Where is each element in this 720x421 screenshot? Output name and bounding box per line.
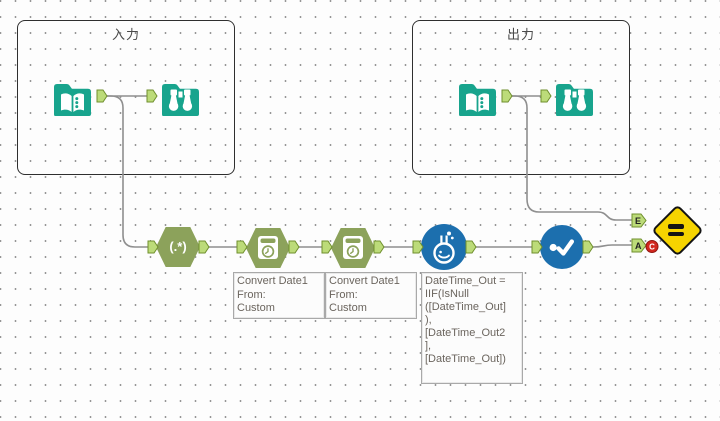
- container-output-label: 出力: [506, 27, 535, 42]
- annotation-datetime-2[interactable]: Convert Date1 From: Custom: [325, 272, 417, 319]
- tool-formula[interactable]: [421, 224, 467, 270]
- tool-datetime-2[interactable]: [331, 228, 375, 268]
- input-anchor[interactable]: [540, 89, 552, 103]
- wire-input-to-regex[interactable]: [107, 95, 148, 248]
- expected-anchor-label: E: [635, 216, 641, 226]
- annotation-line: ),: [425, 314, 432, 326]
- annotation-datetime-1[interactable]: Convert Date1 From: Custom: [233, 272, 325, 319]
- annotation-line: From:: [329, 288, 358, 301]
- wire-output-to-expected[interactable]: [512, 95, 632, 221]
- annotation-line: ([DateTime_Out]: [425, 301, 506, 313]
- input-anchor[interactable]: [236, 240, 248, 254]
- output-anchor[interactable]: [373, 240, 385, 254]
- annotation-line: Convert Date1: [329, 275, 400, 287]
- tool-regex[interactable]: (.*): [156, 227, 200, 267]
- tool-browse-1[interactable]: [158, 73, 203, 123]
- input-anchor[interactable]: [412, 240, 424, 254]
- output-anchor[interactable]: [501, 89, 513, 103]
- annotation-formula[interactable]: DateTime_Out = IIF(IsNull ([DateTime_Out…: [421, 272, 523, 384]
- input-anchor[interactable]: [531, 240, 543, 254]
- error-badge-label: C: [649, 243, 655, 252]
- output-anchor[interactable]: [288, 240, 300, 254]
- annotation-line: [DateTime_Out]): [425, 353, 506, 365]
- annotation-line: Convert Date1: [237, 275, 308, 287]
- equals-icon: [668, 231, 684, 236]
- tool-input-data-2[interactable]: [455, 73, 500, 123]
- container-input-label: 入力: [111, 27, 140, 42]
- annotation-line: Custom: [237, 302, 275, 314]
- expected-input-anchor[interactable]: [631, 213, 647, 228]
- output-anchor[interactable]: [198, 240, 210, 254]
- actual-input-anchor[interactable]: [631, 238, 647, 253]
- input-anchor[interactable]: [146, 89, 158, 103]
- annotation-line: Custom: [329, 302, 367, 314]
- annotation-line: DateTime_Out =: [425, 275, 506, 287]
- output-anchor[interactable]: [465, 240, 477, 254]
- actual-anchor-label: A: [635, 241, 642, 251]
- tool-select[interactable]: [540, 225, 584, 269]
- annotation-line: ],: [425, 340, 432, 352]
- output-anchor[interactable]: [582, 240, 594, 254]
- tool-container-input[interactable]: 入力: [17, 20, 235, 175]
- calendar-clock-icon: [258, 236, 278, 259]
- regex-pattern-label: (.*): [169, 238, 187, 254]
- calendar-clock-icon: [343, 236, 363, 259]
- binoculars-icon: [556, 84, 593, 116]
- annotation-line: [DateTime_Out2: [425, 327, 506, 339]
- equals-icon: [668, 224, 684, 229]
- output-anchor[interactable]: [96, 89, 108, 103]
- input-anchor[interactable]: [147, 240, 159, 254]
- tool-datetime-1[interactable]: [246, 228, 290, 268]
- flask-icon: [433, 231, 455, 264]
- error-badge-icon: [645, 240, 659, 253]
- tool-browse-2[interactable]: [552, 73, 597, 123]
- annotation-line: From:: [237, 288, 266, 301]
- tool-input-data-1[interactable]: [50, 73, 95, 123]
- binoculars-icon: [162, 84, 199, 116]
- annotation-line: IIF(IsNull: [425, 288, 469, 300]
- input-anchor[interactable]: [321, 240, 333, 254]
- tool-container-output[interactable]: 出力: [412, 20, 630, 175]
- wire-select-to-actual[interactable]: [592, 244, 632, 248]
- book-icon: [459, 84, 496, 116]
- dot-checkmark-icon: [549, 239, 574, 256]
- book-icon: [54, 84, 91, 116]
